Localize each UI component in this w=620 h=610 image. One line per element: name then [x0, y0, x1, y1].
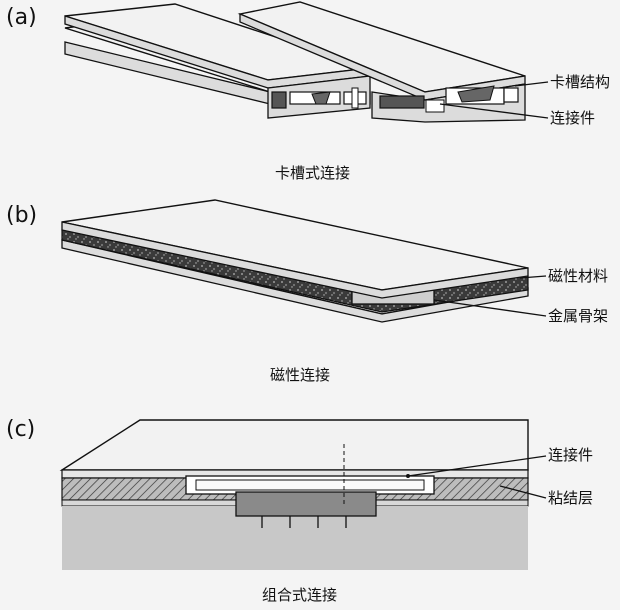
callout-line-connector-a [439, 103, 549, 119]
caption-b: 磁性连接 [270, 366, 330, 384]
combo-top-plate [59, 419, 529, 471]
callout-connector-a: 连接件 [550, 109, 595, 127]
panel-a: (a) [6, 1, 610, 182]
callout-line-slot [514, 81, 549, 87]
callout-slot-structure: 卡槽结构 [550, 73, 610, 91]
panel-b-label: (b) [6, 203, 37, 228]
panel-b: (b) 磁性材料 金属骨架 磁性连接 [6, 199, 608, 384]
panel-c-label: (c) [6, 417, 35, 442]
panel-a-label: (a) [6, 5, 37, 30]
callout-line-metal [433, 299, 547, 317]
callout-connector-c: 连接件 [548, 446, 593, 464]
callout-magnetic-material: 磁性材料 [548, 267, 608, 285]
slot-plate-left [64, 3, 371, 119]
caption-a: 卡槽式连接 [275, 164, 350, 182]
connector-body [235, 491, 377, 517]
callout-line-connector-c [407, 455, 547, 477]
substrate-block [62, 506, 528, 570]
caption-c: 组合式连接 [262, 586, 337, 604]
callout-adhesive-layer: 粘结层 [548, 489, 593, 507]
callout-line-adhesive [499, 485, 547, 499]
panel-c: (c) 连接件 粘结层 组合式连接 [6, 417, 593, 604]
callout-line-magnetic [519, 275, 547, 279]
slot-plate-right [237, 1, 526, 123]
callout-metal-frame: 金属骨架 [548, 307, 608, 325]
